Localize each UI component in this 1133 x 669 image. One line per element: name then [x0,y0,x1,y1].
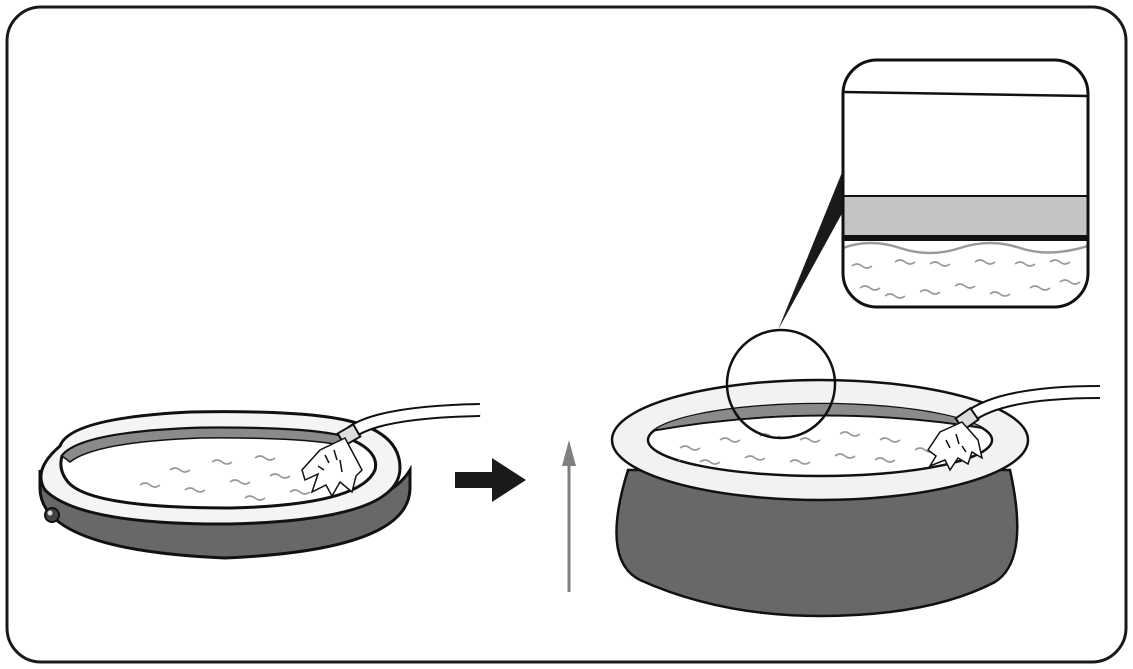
valve-icon [44,507,60,523]
callout-pointer [778,165,845,330]
inflated-pool [610,378,1101,618]
water-rise-arrow [562,440,576,592]
step-arrow [455,458,526,502]
frame [5,5,1128,664]
water-splash-right [926,421,984,472]
callout-ripples [851,259,1081,299]
fill-level-band [843,195,1088,237]
water-ripples [139,455,311,501]
deflated-pool [38,403,481,560]
zoom-callout [841,58,1090,309]
magnifier-circle [725,328,837,440]
water-splash [301,437,363,498]
